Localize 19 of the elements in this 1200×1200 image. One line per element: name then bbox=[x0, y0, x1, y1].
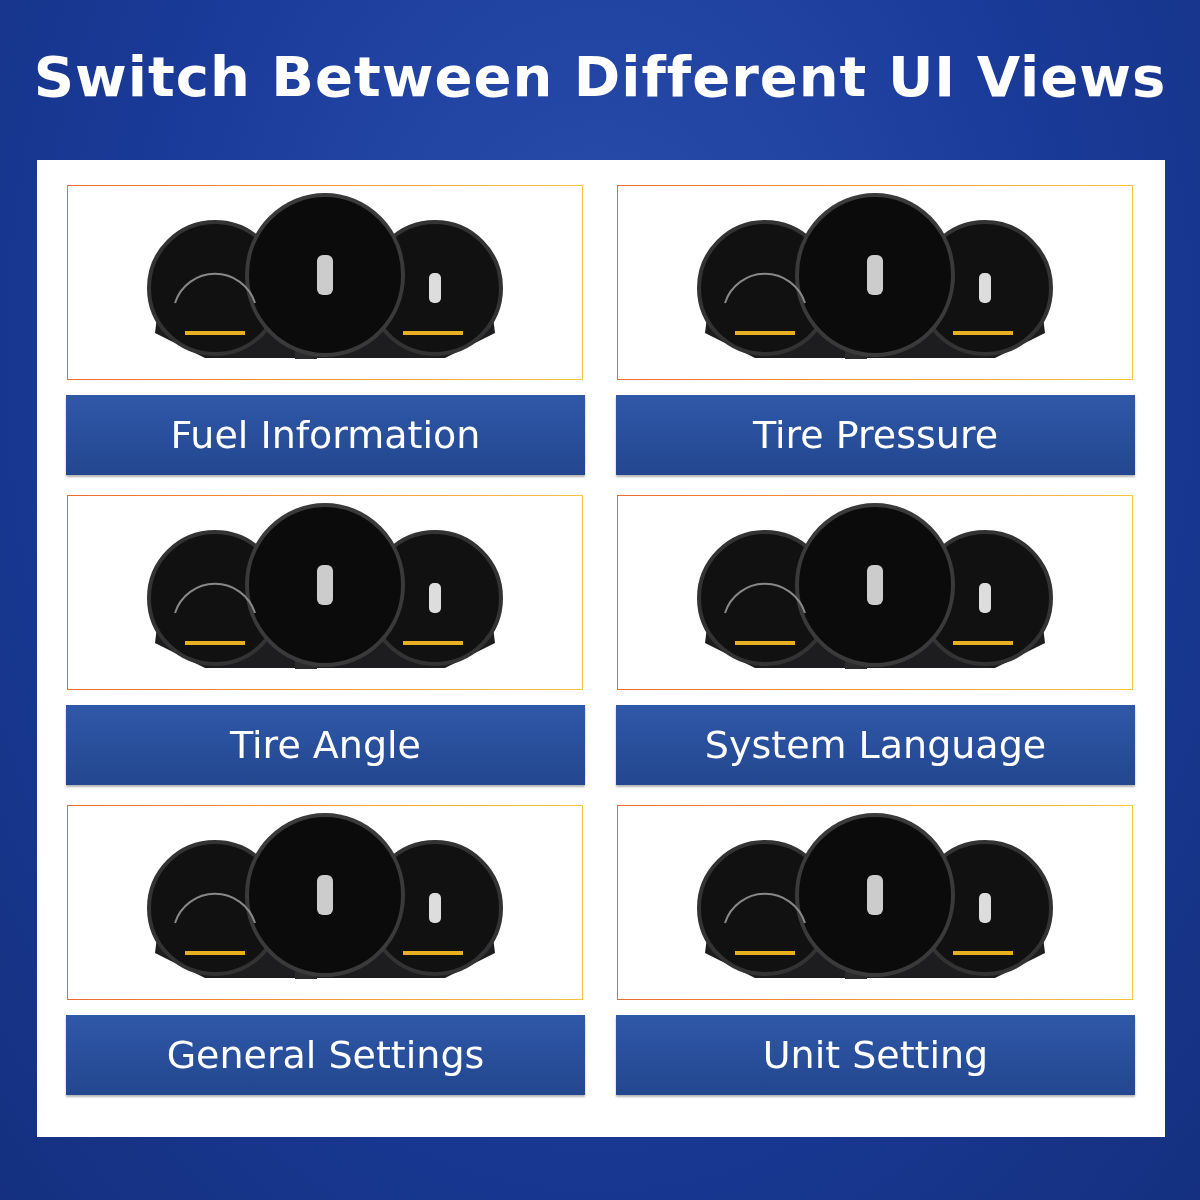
label-bar bbox=[66, 1015, 585, 1095]
photo-frame bbox=[67, 805, 583, 1000]
view-name: Tire Pressure bbox=[752, 413, 999, 457]
photo-frame bbox=[67, 495, 583, 690]
view-name: Unit Setting bbox=[762, 1033, 989, 1077]
label-bar bbox=[616, 1015, 1135, 1095]
view-name: Tire Angle bbox=[230, 723, 421, 767]
view-name: Fuel Information bbox=[170, 413, 481, 457]
label-bar bbox=[616, 705, 1135, 785]
label-bar bbox=[66, 705, 585, 785]
photo-frame bbox=[617, 185, 1133, 380]
photo-frame bbox=[617, 495, 1133, 690]
view-name: General Settings bbox=[166, 1033, 485, 1077]
label-bar bbox=[616, 395, 1135, 475]
label-bar bbox=[66, 395, 585, 475]
photo-frame bbox=[67, 185, 583, 380]
view-name: System Language bbox=[704, 723, 1047, 767]
title: Switch Between Different UI Views bbox=[32, 44, 1168, 109]
photo-frame bbox=[617, 805, 1133, 1000]
